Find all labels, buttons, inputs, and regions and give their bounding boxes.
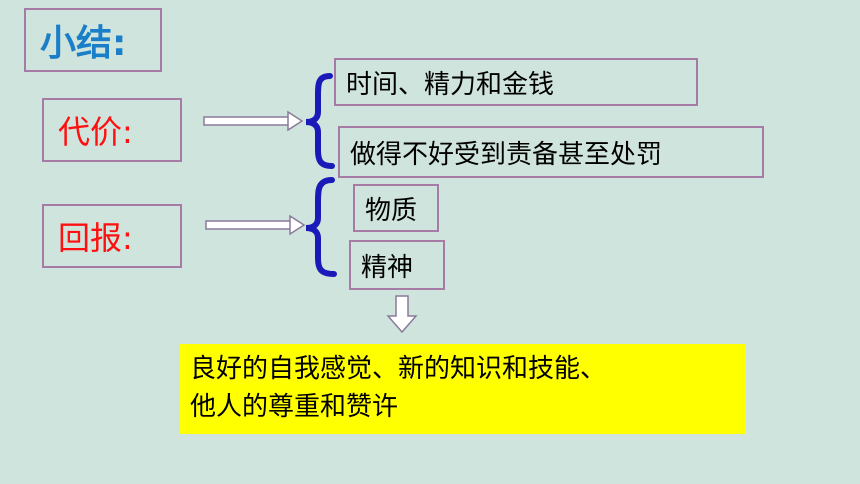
reward-item-material: 物质: [353, 184, 439, 232]
result-box: 良好的自我感觉、新的知识和技能、 他人的尊重和赞许: [180, 344, 746, 434]
result-line-1: 良好的自我感觉、新的知识和技能、: [190, 354, 607, 384]
reward-label: 回报:: [42, 204, 182, 268]
result-line-2: 他人的尊重和赞许: [190, 392, 399, 422]
cost-item-time-energy-money: 时间、精力和金钱: [334, 58, 698, 106]
cost-brace: [305, 73, 335, 169]
reward-brace: [305, 177, 337, 277]
cost-label: 代价:: [42, 98, 182, 162]
cost-arrow: [203, 110, 304, 132]
cost-item-blame-punishment: 做得不好受到责备甚至处罚: [338, 126, 764, 178]
summary-title: 小结:: [24, 8, 162, 72]
reward-item-spiritual: 精神: [349, 240, 445, 290]
down-arrow: [386, 295, 418, 334]
reward-arrow: [205, 214, 306, 236]
